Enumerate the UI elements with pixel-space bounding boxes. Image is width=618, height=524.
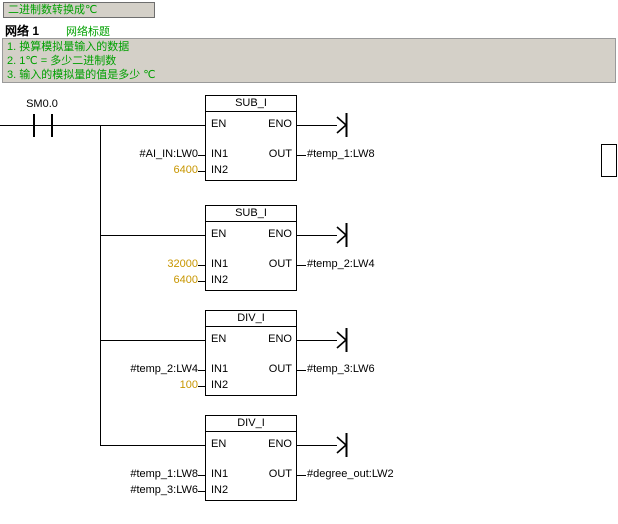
wire-in1-stub (198, 265, 205, 266)
pin-in1: IN1 (211, 258, 229, 270)
pin-in1: IN1 (211, 148, 229, 160)
wire-rung-4 (100, 445, 205, 446)
pin-eno: ENO (268, 333, 292, 345)
block-type-label: DIV_I (206, 416, 296, 432)
right-edge-box (601, 144, 617, 177)
pin-en: EN (211, 333, 227, 345)
open-wire-arrow-icon (336, 328, 348, 352)
function-block-div-i-2[interactable]: DIV_I EN ENO IN1 IN2 OUT (205, 415, 297, 501)
contact-bar-right (51, 114, 53, 137)
function-block-sub-i-2[interactable]: SUB_I EN ENO IN1 IN2 OUT (205, 205, 297, 291)
network-title[interactable]: 网络标题 (66, 26, 110, 38)
wire-out-stub (297, 370, 306, 371)
pin-out: OUT (268, 363, 292, 375)
pin-out: OUT (268, 148, 292, 160)
wire-in2-stub (198, 171, 205, 172)
wire-in2-stub (198, 386, 205, 387)
block-type-label: SUB_I (206, 206, 296, 222)
pin-en: EN (211, 438, 227, 450)
operand-in1[interactable]: 32000 (167, 258, 198, 270)
open-wire-arrow-icon (336, 223, 348, 247)
wire-in1-stub (198, 370, 205, 371)
pin-eno: ENO (268, 438, 292, 450)
wire-eno-1 (297, 125, 337, 126)
network-comment-box[interactable]: 1. 换算模拟量输入的数据 2. 1℃ = 多少二进制数 3. 输入的模拟量的值… (2, 38, 616, 83)
block-type-label: SUB_I (206, 96, 296, 112)
operand-in2[interactable]: 6400 (173, 164, 198, 176)
pin-in2: IN2 (211, 274, 229, 286)
operand-in1[interactable]: #temp_2:LW4 (130, 363, 198, 375)
program-title: 二进制数转换成℃ (8, 4, 98, 16)
wire-in2-stub (198, 281, 205, 282)
pin-out: OUT (268, 468, 292, 480)
pin-out: OUT (268, 258, 292, 270)
wire-in2-stub (198, 491, 205, 492)
network-label: 网络 1 (5, 24, 40, 38)
open-wire-arrow-icon (336, 113, 348, 137)
pin-in2: IN2 (211, 379, 229, 391)
wire-out-stub (297, 475, 306, 476)
operand-in2[interactable]: 6400 (173, 274, 198, 286)
pin-en: EN (211, 118, 227, 130)
wire-in1-stub (198, 155, 205, 156)
operand-in2[interactable]: 100 (179, 379, 198, 391)
pin-en: EN (211, 228, 227, 240)
function-block-div-i-1[interactable]: DIV_I EN ENO IN1 IN2 OUT (205, 310, 297, 396)
wire-out-stub (297, 265, 306, 266)
operand-in2[interactable]: #temp_3:LW6 (130, 484, 198, 496)
wire-rung-2 (100, 235, 205, 236)
pin-eno: ENO (268, 118, 292, 130)
operand-out[interactable]: #degree_out:LW2 (307, 468, 394, 480)
operand-in1[interactable]: #temp_1:LW8 (130, 468, 198, 480)
pin-in1: IN1 (211, 363, 229, 375)
block-type-label: DIV_I (206, 311, 296, 327)
open-wire-arrow-icon (336, 433, 348, 457)
operand-in1[interactable]: #AI_IN:LW0 (139, 148, 199, 160)
wire-eno-3 (297, 340, 337, 341)
pin-eno: ENO (268, 228, 292, 240)
comment-line-2: 2. 1℃ = 多少二进制数 (7, 55, 117, 67)
comment-line-3: 3. 输入的模拟量的值是多少 ℃ (7, 69, 156, 81)
wire-eno-4 (297, 445, 337, 446)
pin-in2: IN2 (211, 164, 229, 176)
contact-bar-left (33, 114, 35, 137)
operand-out[interactable]: #temp_1:LW8 (307, 148, 375, 160)
wire-eno-2 (297, 235, 337, 236)
wire-out-stub (297, 155, 306, 156)
pin-in2: IN2 (211, 484, 229, 496)
operand-out[interactable]: #temp_3:LW6 (307, 363, 375, 375)
wire-in1-stub (198, 475, 205, 476)
pin-in1: IN1 (211, 468, 229, 480)
operand-out[interactable]: #temp_2:LW4 (307, 258, 375, 270)
wire-rung-1 (0, 125, 205, 126)
wire-rung-3 (100, 340, 205, 341)
wire-branch-vertical (100, 125, 101, 446)
comment-line-1: 1. 换算模拟量输入的数据 (7, 41, 130, 53)
program-title-box[interactable]: 二进制数转换成℃ (3, 2, 155, 18)
function-block-sub-i-1[interactable]: SUB_I EN ENO IN1 IN2 OUT (205, 95, 297, 181)
contact-operand[interactable]: SM0.0 (26, 98, 58, 110)
